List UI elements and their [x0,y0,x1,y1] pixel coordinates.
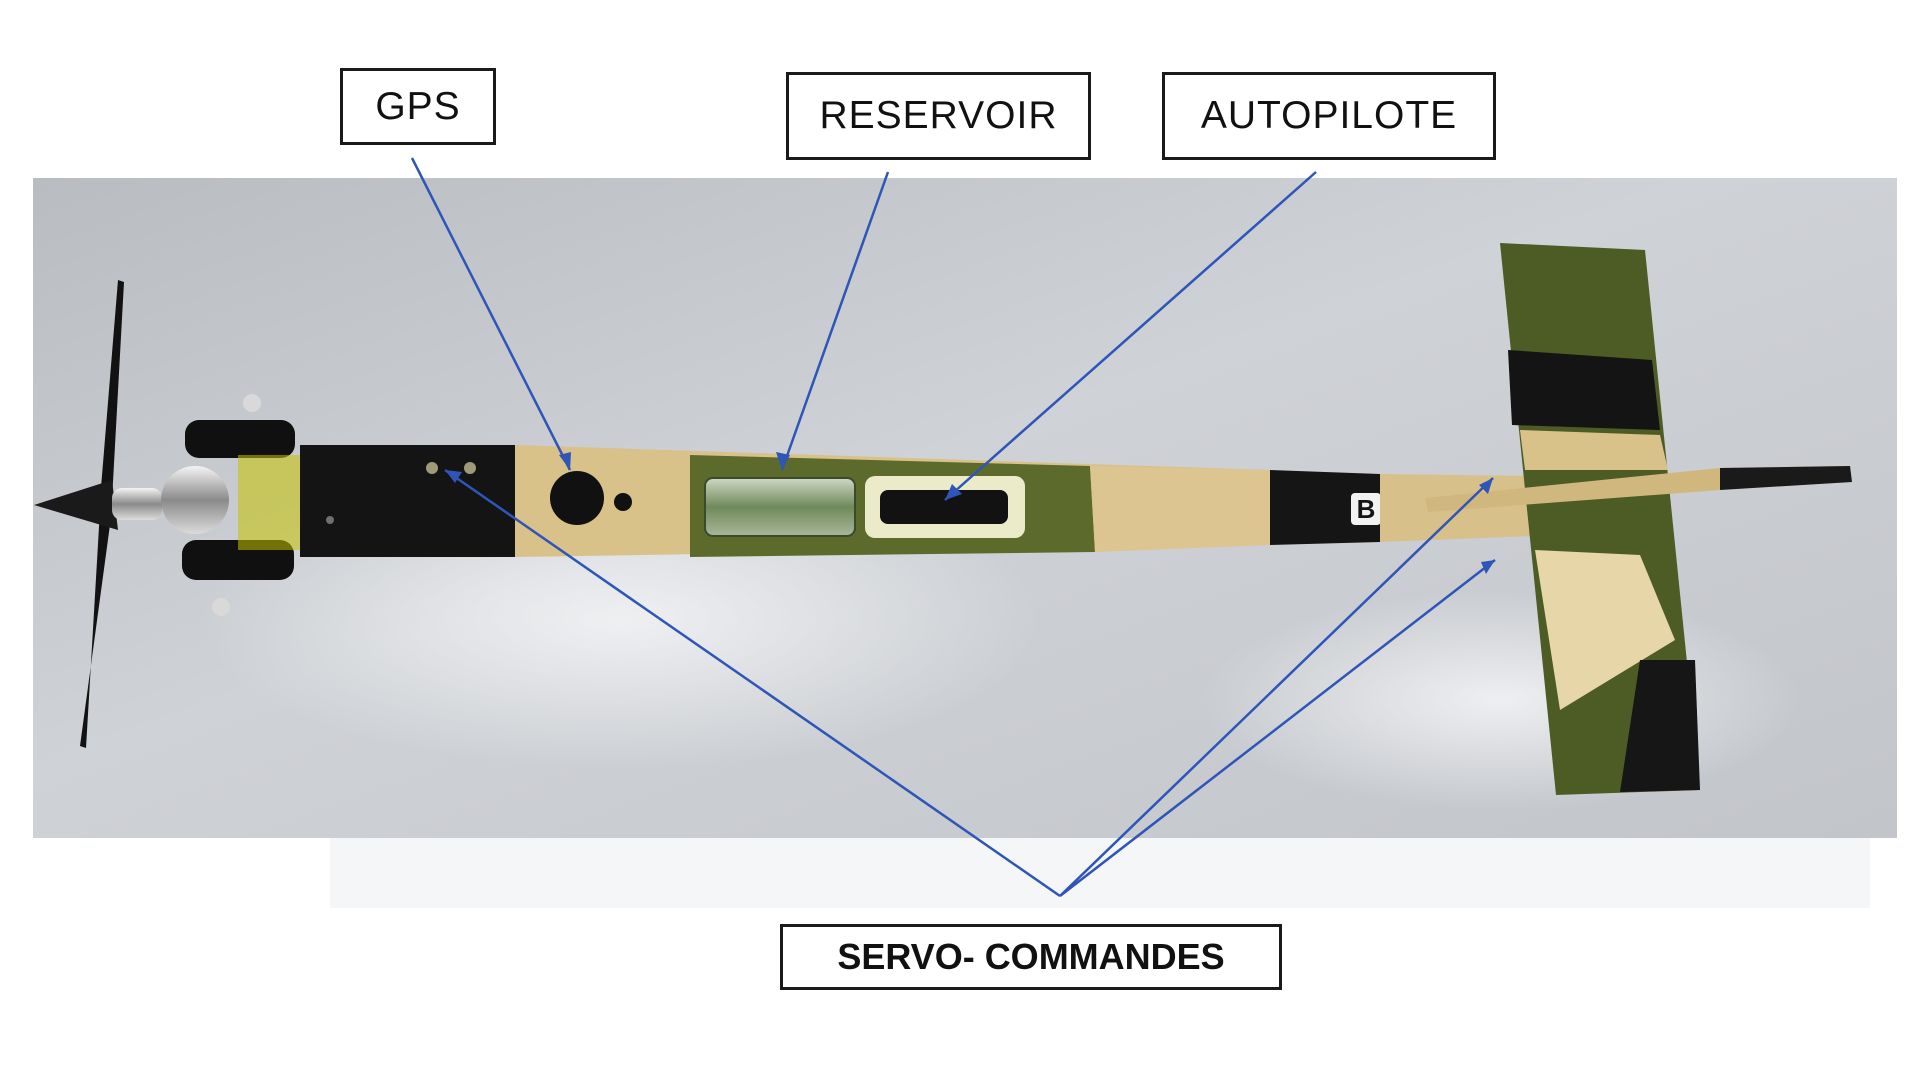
leader-line-autopilote [944,171,1317,501]
propeller-blade [100,280,124,500]
arrowhead-servo-nose [445,470,462,483]
arrowhead-servo-tail-upper [1479,478,1493,494]
engine-body [161,466,229,534]
tail-camo-black [1508,350,1660,430]
arrowhead-autopilote [945,484,962,500]
leader-line-reservoir [780,171,890,471]
fuselage-nose [300,445,515,557]
leader-arrowheads [445,452,1495,574]
tail-fin-tip [1720,466,1852,490]
fuselage-rear-black [1270,470,1380,545]
arrowhead-gps [559,452,571,470]
photo-glare [1200,590,1800,810]
tail-camo-tan [1520,430,1668,470]
label-servo-commandes: SERVO- COMMANDES [780,924,1282,990]
photo-lower-fade [330,838,1870,908]
fuselage-marking: B [1351,493,1381,525]
autopilot-board [880,490,1008,524]
tail-camo-tan [1535,550,1675,710]
fuselage-rivet [464,462,476,474]
tail-camo-black [1620,660,1700,792]
arrowhead-reservoir [776,452,790,470]
engine-plug [243,394,261,412]
leader-lines [410,157,1496,898]
engine-cylinder [185,420,295,458]
leader-line-servo-tail-lower [1059,559,1496,897]
spinner [112,488,162,520]
fuel-tank [704,477,856,537]
label-gps: GPS [340,68,496,145]
photo: B [33,178,1897,908]
engine-mount [238,455,308,550]
leader-line-gps [410,157,572,471]
engine-plug [212,598,230,616]
arrowhead-servo-tail-lower [1481,560,1495,574]
label-autopilote: AUTOPILOTE [1162,72,1496,160]
fuselage-rivet [426,462,438,474]
gps-module-tab [614,493,632,511]
leader-line-servo-nose [444,468,1061,898]
fuselage-marking-text: B [1357,494,1376,524]
fuselage-rivet [326,516,334,524]
propeller-hub [34,480,118,530]
leader-line-servo-tail-upper [1059,477,1494,897]
propeller-blade [80,510,112,748]
gps-module [550,471,604,525]
label-reservoir: RESERVOIR [786,72,1091,160]
fuselage-camo-tan [1090,466,1270,552]
